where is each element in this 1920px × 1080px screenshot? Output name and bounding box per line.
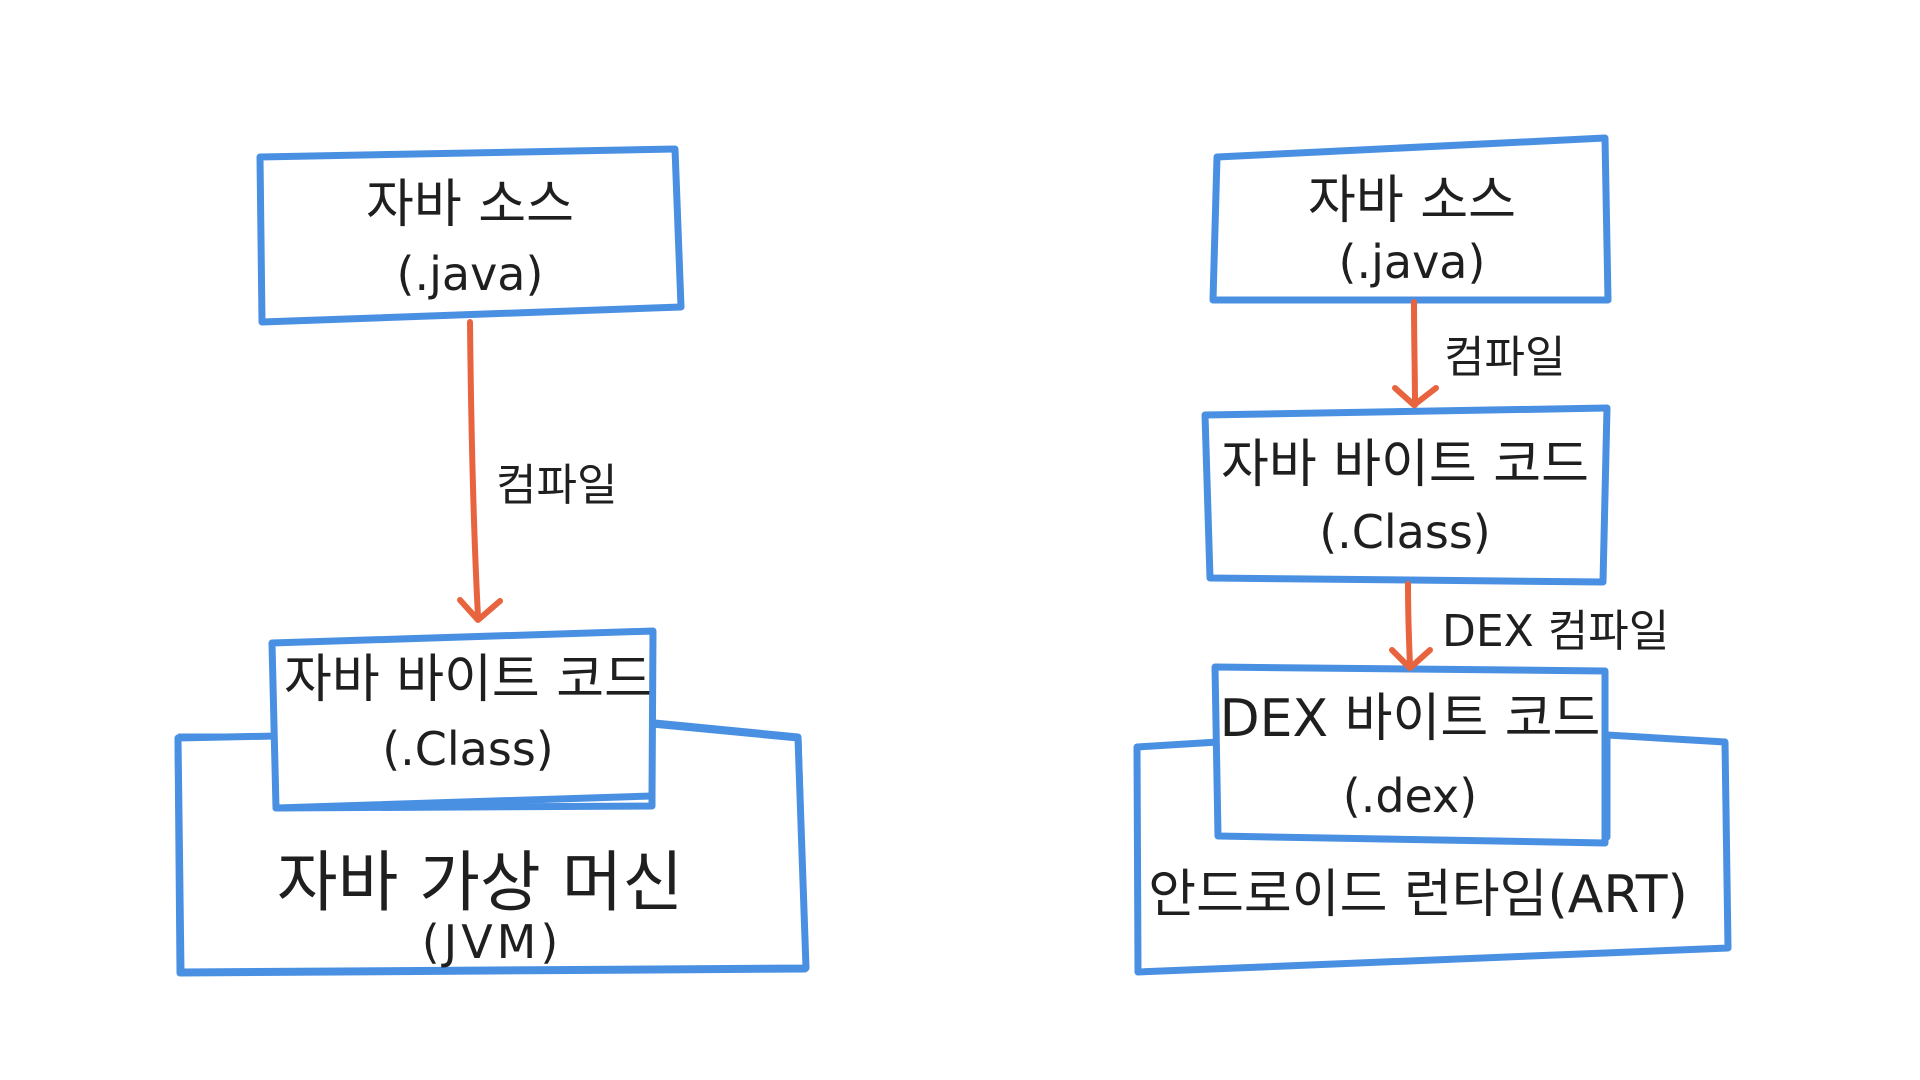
right-dex-compile-arrow-head	[1389, 647, 1433, 671]
right-dex-compile-label: DEX 컴파일	[1442, 606, 1669, 657]
right-source-subtitle: (.java)	[1339, 235, 1486, 289]
right-dex-subtitle: (.dex)	[1343, 769, 1477, 823]
left-source-title: 자바 소스	[366, 175, 574, 235]
right-source-title: 자바 소스	[1308, 171, 1516, 231]
right-bytecode-title: 자바 바이트 코드	[1221, 435, 1589, 495]
left-bytecode-box	[268, 627, 657, 812]
left-flow: 자바 소스 (.java) 컴파일 자바 바이트 코드 (.Class) 자바 …	[174, 145, 810, 977]
left-compile-arrow	[467, 319, 481, 620]
left-runtime-subtitle: (JVM)	[422, 915, 563, 969]
left-source-subtitle: (.java)	[397, 247, 544, 301]
left-compile-arrow-head	[457, 597, 503, 623]
left-compile-label: 컴파일	[496, 460, 617, 511]
right-bytecode-subtitle: (.Class)	[1319, 505, 1491, 559]
right-compile-arrow-head	[1392, 385, 1439, 408]
right-dex-compile-arrow	[1405, 581, 1413, 669]
right-bytecode-box	[1201, 404, 1611, 586]
right-flow: 자바 소스 (.java) 컴파일 자바 바이트 코드 (.Class) DEX…	[1133, 134, 1732, 976]
left-source-box	[256, 145, 685, 326]
left-runtime-title: 자바 가상 머신	[277, 844, 683, 921]
right-compile-arrow	[1411, 299, 1418, 408]
right-dex-title: DEX 바이트 코드	[1220, 689, 1601, 749]
right-source-box	[1209, 134, 1612, 304]
left-bytecode-subtitle: (.Class)	[382, 722, 554, 776]
right-dex-box	[1211, 663, 1609, 847]
right-compile-label: 컴파일	[1444, 332, 1565, 383]
right-runtime-title: 안드로이드 런타임(ART)	[1148, 865, 1688, 925]
left-bytecode-title: 자바 바이트 코드	[284, 650, 652, 710]
